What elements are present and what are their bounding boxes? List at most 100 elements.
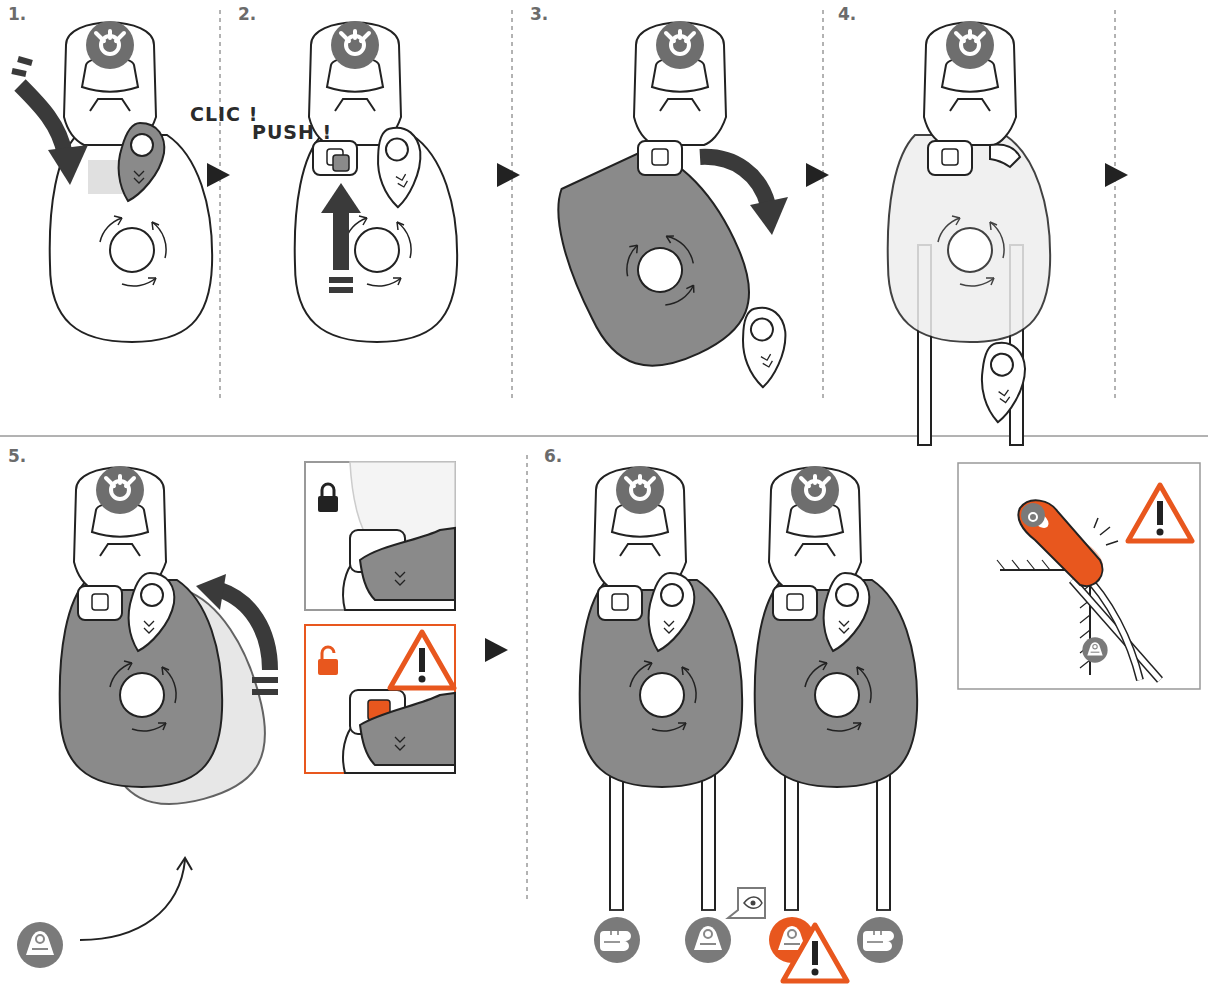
edge-warning-box (1018, 500, 1102, 586)
rope-grab-icon (17, 922, 63, 968)
edge-warning-box (1082, 572, 1140, 680)
step-arrow (1105, 163, 1128, 187)
edge-warning-box (1072, 580, 1160, 680)
pulley-step-4 (975, 339, 1034, 424)
pulley-step-5 (196, 574, 226, 610)
pulley-step-2 (333, 155, 349, 171)
pulley-step-6-wrong (824, 573, 870, 651)
hand-icon (594, 917, 640, 963)
step-number: 3. (530, 4, 548, 24)
pulley-step-2 (313, 141, 357, 175)
edge-warning-box (1021, 503, 1045, 527)
unlocked-inset (395, 737, 405, 750)
pulley-step-3 (750, 197, 788, 235)
edge-warning-box (958, 463, 1200, 689)
pulley-step-6-wrong (769, 466, 861, 590)
locked-inset (360, 528, 455, 600)
pulley-step-4 (928, 141, 972, 175)
edge-warning-box (958, 463, 1200, 689)
pulley-step-5 (177, 858, 192, 870)
pulley-step-6-correct (594, 466, 686, 590)
unlocked-inset (390, 632, 454, 688)
pulley-step-4 (990, 145, 1020, 168)
pulley-step-6-wrong (755, 466, 917, 910)
pulley-step-2 (295, 21, 457, 342)
unlocked-inset (318, 659, 338, 675)
step-number: 2. (238, 4, 256, 24)
pulley-step-6-wrong (773, 586, 817, 620)
pulley-step-1 (20, 85, 65, 155)
visual-check-icon (728, 888, 765, 918)
pulley-step-6-correct (598, 586, 642, 620)
pulley-step-5 (220, 590, 270, 670)
locked-inset (305, 462, 455, 610)
separator-line (1115, 10, 1116, 400)
visual-check-icon (751, 901, 756, 906)
visual-check-icon (728, 888, 765, 918)
step-arrow (806, 163, 829, 187)
pulley-step-2 (329, 280, 353, 290)
action-callout: CLIC ! (190, 103, 258, 125)
step-number: 5. (8, 446, 26, 466)
step-arrow (207, 163, 230, 187)
pulley-step-3 (537, 132, 772, 388)
pulley-step-5 (60, 466, 282, 940)
pulley-step-1 (12, 59, 32, 74)
step-number: 1. (8, 4, 26, 24)
edge-warning-box (1072, 580, 1160, 680)
pulley-step-1 (12, 21, 212, 342)
section-divider (0, 436, 1208, 437)
pulley-step-4 (888, 21, 1050, 445)
edge-warning-box (1029, 513, 1037, 521)
pulley-step-3 (700, 157, 768, 205)
pulley-step-1 (119, 123, 165, 201)
unlocked-inset (305, 625, 455, 773)
pulley-step-3 (634, 21, 726, 145)
unlocked-inset (360, 693, 455, 765)
step-arrow (497, 163, 520, 187)
rope-grab-icon (685, 917, 731, 963)
separator-line (220, 10, 1115, 900)
warning-triangle (783, 925, 847, 981)
locked-inset (305, 462, 455, 610)
pulley-step-6-correct (649, 573, 695, 651)
step-number: 4. (838, 4, 856, 24)
edge-warning-box (1082, 637, 1107, 662)
pulley-step-6-correct (580, 466, 742, 910)
separator-line (823, 10, 824, 400)
unlocked-inset (322, 647, 334, 659)
pulley-step-5 (80, 860, 185, 940)
pulley-step-3 (638, 141, 682, 175)
edge-warning-box (1094, 518, 1118, 545)
separator-line (527, 455, 528, 900)
edge-warning-box (1128, 485, 1192, 541)
hand-icon (857, 917, 903, 963)
step-number: 6. (544, 446, 562, 466)
pulley-step-2 (333, 210, 349, 270)
visual-check-icon (744, 897, 762, 908)
pulley-step-4 (888, 135, 1050, 342)
pulley-step-5 (74, 466, 166, 590)
action-callout: PUSH ! (252, 121, 332, 143)
locked-inset (318, 496, 338, 512)
edge-warning-box (1082, 572, 1140, 680)
locked-inset (350, 462, 455, 540)
pulley-step-3 (537, 21, 798, 390)
locked-inset (395, 572, 405, 585)
unlocked-inset (305, 625, 455, 773)
pulley-step-4 (924, 21, 1016, 145)
pulley-step-2 (369, 122, 433, 209)
step-arrow (485, 638, 508, 662)
pulley-step-2 (321, 183, 361, 213)
locked-inset (322, 484, 334, 496)
separator-line (512, 10, 513, 400)
pulley-step-1 (48, 145, 88, 185)
pulley-step-3 (734, 302, 798, 389)
pulley-step-2 (295, 135, 457, 342)
pulley-step-5 (252, 680, 278, 692)
pulley-step-5 (129, 573, 175, 651)
separator-line (220, 10, 221, 400)
pulley-step-5 (78, 586, 122, 620)
